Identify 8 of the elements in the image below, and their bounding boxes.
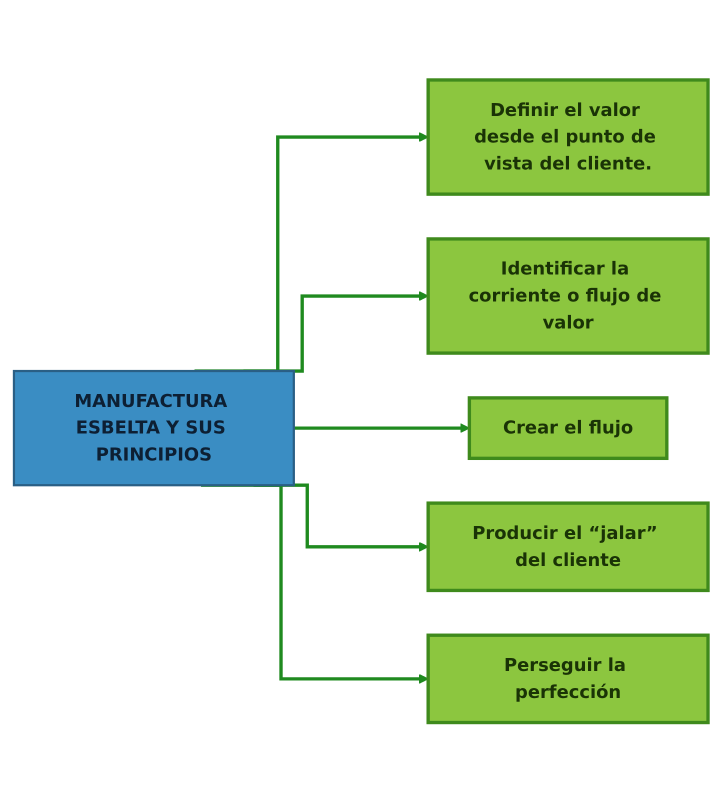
arrow: [201, 483, 429, 684]
node-box: Identificar la corriente o flujo de valor: [426, 237, 710, 355]
node-box: Producir el “jalar” del cliente: [426, 501, 710, 592]
node-box: MANUFACTURA ESBELTA Y SUS PRINCIPIOS: [12, 370, 295, 486]
arrow: [294, 422, 470, 433]
node-box: Definir el valor desde el punto de vista del cliente.: [426, 78, 710, 196]
node-box: Perseguir la perfección: [426, 633, 710, 724]
node-box: Crear el flujo: [468, 396, 668, 460]
